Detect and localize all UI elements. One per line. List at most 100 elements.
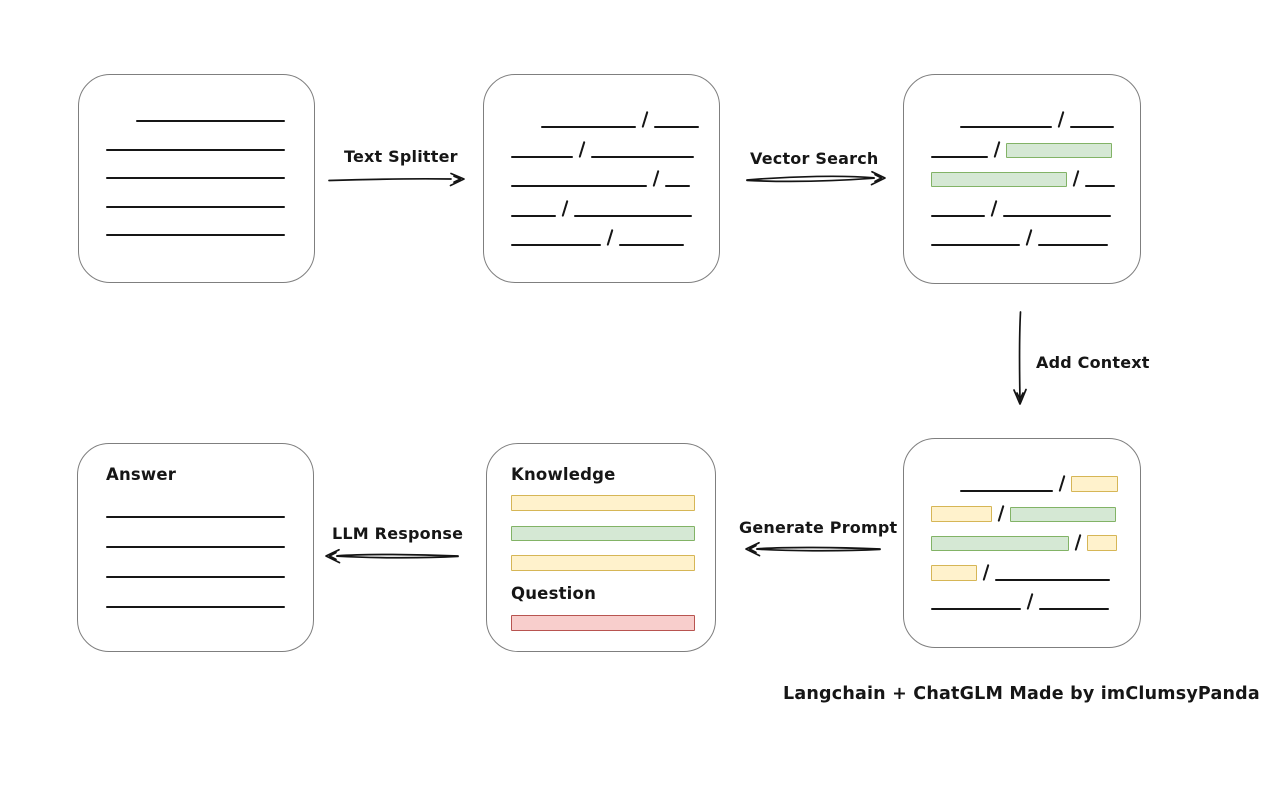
- generate-prompt-label: Generate Prompt: [739, 518, 898, 537]
- text-line: [1003, 214, 1112, 217]
- slash-mark: [1057, 111, 1065, 128]
- content-row: [931, 140, 1120, 158]
- content-row: [931, 199, 1120, 217]
- context-result-lines: [904, 439, 1140, 610]
- slash-mark: [1025, 229, 1033, 246]
- document-lines: [79, 75, 314, 236]
- text-line: [511, 244, 601, 246]
- content-row: [106, 105, 290, 122]
- content-row: [931, 229, 1120, 246]
- content-row: [106, 501, 289, 518]
- green-highlight: [511, 526, 695, 541]
- content-row: [106, 531, 289, 548]
- prompt-node: Knowledge Question: [486, 443, 716, 652]
- slash-mark: [641, 111, 649, 128]
- question-bar: [511, 614, 695, 631]
- slash-mark: [993, 140, 1001, 158]
- text-line: [931, 214, 985, 217]
- green-highlight: [1010, 506, 1117, 522]
- yellow-highlight: [1071, 476, 1119, 492]
- answer-heading: Answer: [106, 465, 177, 484]
- content-row: [511, 170, 699, 187]
- text-line: [106, 177, 285, 179]
- slash-mark: [1026, 593, 1034, 610]
- text-line: [106, 576, 285, 578]
- text-line: [591, 155, 695, 158]
- vector-result-lines: [904, 75, 1140, 246]
- content-row: [931, 534, 1120, 551]
- slash-mark: [606, 229, 614, 246]
- yellow-highlight: [931, 505, 992, 522]
- content-row: [106, 219, 290, 236]
- text-line: [511, 185, 647, 187]
- slash-mark: [997, 504, 1005, 522]
- slash-mark: [990, 199, 998, 217]
- text-splitter-arrow: [328, 172, 465, 187]
- text-line: [106, 205, 285, 208]
- text-line: [541, 126, 636, 128]
- content-row: [106, 561, 289, 578]
- knowledge-heading: Knowledge: [511, 465, 616, 484]
- text-line: [574, 214, 693, 217]
- content-row: [106, 162, 290, 179]
- text-line: [136, 120, 285, 122]
- content-row: [931, 475, 1120, 492]
- text-line: [960, 126, 1052, 128]
- knowledge-bars: [511, 494, 695, 571]
- content-row: [511, 524, 695, 541]
- slash-mark: [652, 170, 660, 187]
- vector-search-label: Vector Search: [750, 149, 879, 168]
- generate-prompt-arrow: [745, 541, 881, 557]
- text-line: [665, 185, 691, 187]
- text-line: [511, 214, 556, 217]
- content-row: [931, 504, 1120, 522]
- llm-response-arrow: [325, 548, 459, 564]
- content-row: [511, 494, 695, 511]
- content-row: [931, 111, 1120, 128]
- text-splitter-label: Text Splitter: [344, 147, 458, 166]
- yellow-highlight: [1087, 535, 1118, 551]
- split-text-node: [483, 74, 720, 283]
- text-line: [995, 578, 1111, 581]
- slash-mark: [1058, 475, 1066, 492]
- content-row: [106, 191, 290, 208]
- text-line: [654, 126, 700, 128]
- answer-node: Answer: [77, 443, 314, 652]
- text-line: [106, 148, 285, 151]
- add-context-arrow: [1013, 311, 1027, 405]
- text-line: [931, 155, 988, 158]
- yellow-highlight: [931, 564, 977, 581]
- content-row: [106, 591, 289, 608]
- slash-mark: [1072, 170, 1080, 187]
- green-highlight: [931, 536, 1069, 551]
- answer-lines: [106, 501, 289, 608]
- split-text-lines: [484, 75, 719, 246]
- content-row: [931, 170, 1120, 187]
- llm-response-label: LLM Response: [332, 524, 464, 543]
- text-line: [931, 608, 1021, 610]
- slash-mark: [982, 563, 990, 581]
- green-highlight: [1006, 142, 1113, 158]
- text-line: [960, 490, 1053, 492]
- yellow-highlight: [511, 495, 695, 511]
- content-row: [511, 199, 699, 217]
- content-row: [511, 111, 700, 128]
- content-row: [511, 614, 695, 631]
- text-line: [1070, 126, 1115, 128]
- text-line: [931, 244, 1020, 246]
- vector-search-arrow: [746, 170, 886, 186]
- slash-mark: [1074, 534, 1082, 551]
- text-line: [1038, 244, 1109, 246]
- slash-mark: [561, 199, 569, 217]
- content-row: [511, 140, 699, 158]
- text-line: [619, 244, 685, 246]
- content-row: [931, 593, 1120, 610]
- text-line: [106, 234, 285, 236]
- vector-result-node: [903, 74, 1141, 284]
- content-row: [511, 229, 699, 246]
- content-row: [511, 554, 695, 571]
- add-context-label: Add Context: [1036, 353, 1150, 372]
- document-node: [78, 74, 315, 283]
- content-row: [106, 134, 290, 151]
